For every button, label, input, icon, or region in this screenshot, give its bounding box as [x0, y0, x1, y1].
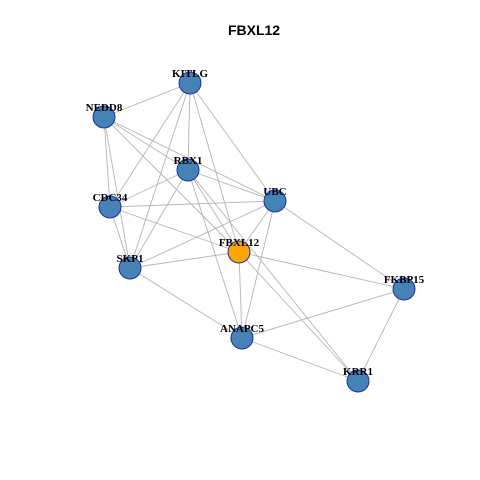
edge-fbxl12-krr1 [238, 251, 359, 382]
edge-kitlg-cdc34 [109, 82, 191, 208]
node-cdc34[interactable] [98, 195, 122, 219]
edge-rbx1-fbxl12 [187, 169, 240, 253]
edge-cdc34-fbxl12 [109, 206, 240, 253]
edge-cdc34-ubc [109, 200, 276, 208]
node-label-anapc5: ANAPC5 [220, 323, 264, 335]
diagram-title: FBXL12 [228, 22, 280, 38]
edge-nedd8-fbxl12 [103, 116, 240, 253]
node-fkbp15[interactable] [392, 277, 416, 301]
edge-layer [103, 82, 405, 382]
node-label-skp1: SKP1 [117, 253, 144, 265]
edge-nedd8-skp1 [103, 116, 131, 269]
node-nedd8[interactable] [92, 105, 116, 129]
edge-kitlg-rbx1 [187, 82, 191, 171]
node-skp1[interactable] [118, 256, 142, 280]
edge-kitlg-ubc [189, 82, 276, 202]
edge-fkbp15-krr1 [357, 288, 405, 382]
node-label-fkbp15: FKBP15 [384, 274, 425, 286]
edge-rbx1-anapc5 [187, 169, 243, 339]
edge-skp1-fbxl12 [129, 251, 240, 269]
edge-anapc5-krr1 [241, 337, 359, 382]
edge-ubc-anapc5 [241, 200, 276, 339]
node-label-ubc: UBC [263, 186, 286, 198]
edge-skp1-anapc5 [129, 267, 243, 339]
node-label-nedd8: NEDD8 [86, 102, 123, 114]
edge-ubc-skp1 [129, 200, 276, 269]
edge-fkbp15-anapc5 [241, 288, 405, 339]
node-label-rbx1: RBX1 [174, 155, 203, 167]
node-label-cdc34: CDC34 [93, 192, 128, 204]
edge-fbxl12-fkbp15 [238, 251, 405, 290]
node-rbx1[interactable] [176, 158, 200, 182]
edge-nedd8-cdc34 [103, 116, 111, 208]
node-layer [92, 71, 416, 393]
edge-fbxl12-anapc5 [238, 251, 243, 339]
node-kitlg[interactable] [178, 71, 202, 95]
edge-rbx1-skp1 [129, 169, 189, 269]
node-anapc5[interactable] [230, 326, 254, 350]
node-label-kitlg: KITLG [172, 68, 209, 80]
edge-kitlg-nedd8 [103, 82, 191, 118]
edge-ubc-fkbp15 [274, 200, 405, 290]
edge-rbx1-cdc34 [109, 169, 189, 208]
edge-kitlg-skp1 [129, 82, 191, 269]
node-fbxl12[interactable] [227, 240, 251, 264]
node-label-fbxl12: FBXL12 [219, 237, 260, 249]
edge-nedd8-rbx1 [103, 116, 189, 171]
node-ubc[interactable] [263, 189, 287, 213]
node-label-krr1: KRR1 [343, 366, 373, 378]
edge-rbx1-krr1 [187, 169, 359, 382]
node-krr1[interactable] [346, 369, 370, 393]
edge-rbx1-ubc [187, 169, 276, 202]
